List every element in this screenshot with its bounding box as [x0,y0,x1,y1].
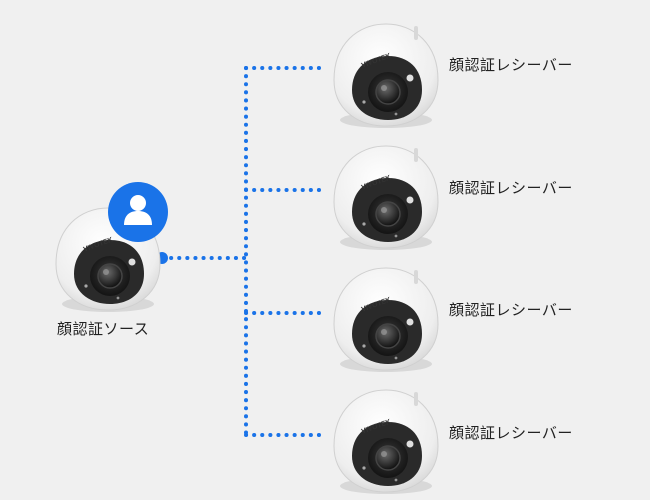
receiver-label-1: 顔認証レシーバー [449,56,573,74]
receiver-camera-4: VIVOTEK [333,389,439,495]
receiver-label-2: 顔認証レシーバー [449,179,573,197]
receiver-camera-1: VIVOTEK [333,23,439,129]
user-icon [124,195,152,225]
receiver-label-3: 顔認証レシーバー [449,301,573,319]
receiver-label-4: 顔認証レシーバー [449,424,573,442]
user-badge [108,182,168,242]
source-label: 顔認証ソース [57,320,150,338]
source-camera: VIVOTEK [55,207,161,313]
receiver-camera-2: VIVOTEK [333,145,439,251]
receiver-camera-3: VIVOTEK [333,267,439,373]
connector-lines [161,66,324,437]
